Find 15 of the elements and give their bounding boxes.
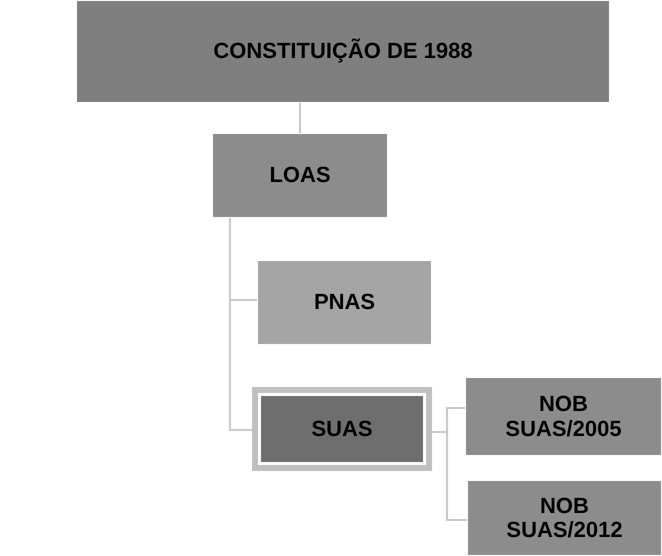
connector-line	[229, 218, 252, 431]
box-label: NOB SUAS/2005	[504, 392, 623, 441]
box-label: NOB SUAS/2012	[505, 494, 624, 542]
connector-line	[432, 431, 467, 521]
box-label: SUAS	[311, 416, 373, 442]
box-label: LOAS	[269, 163, 331, 188]
box-label: PNAS	[314, 290, 376, 315]
process-box	[465, 377, 662, 456]
process-box	[76, 0, 610, 103]
box-label: CONSTITUIÇÃO DE 1988	[213, 39, 473, 64]
process-box	[252, 387, 432, 471]
process-box	[467, 480, 662, 556]
process-box	[257, 260, 432, 345]
connector-line	[299, 103, 301, 133]
process-box	[212, 133, 388, 218]
